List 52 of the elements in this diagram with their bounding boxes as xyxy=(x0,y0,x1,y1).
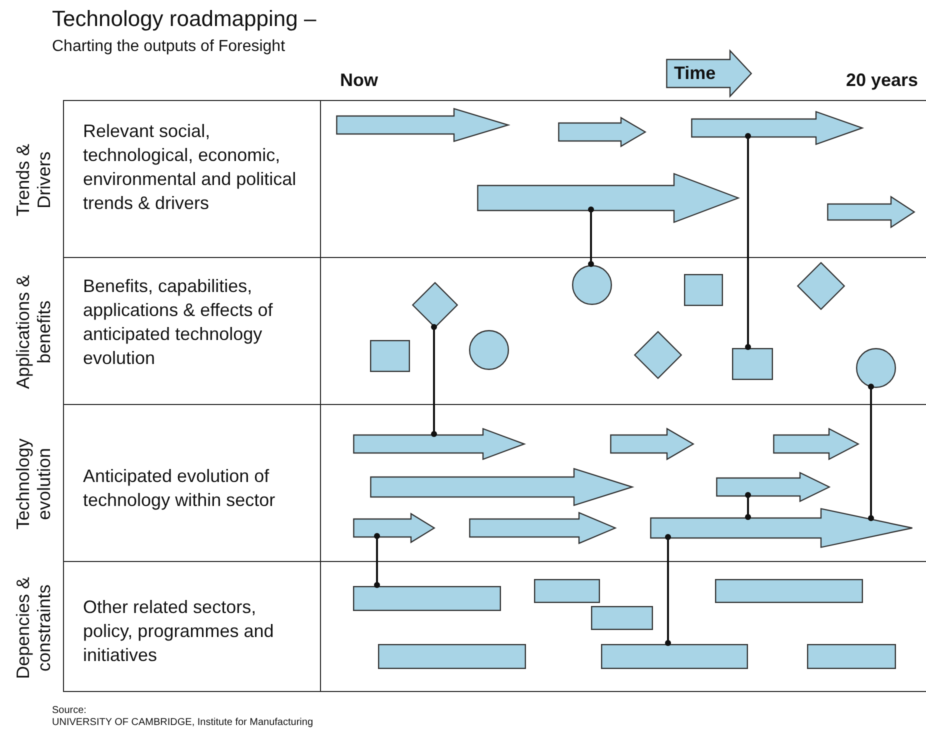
diamond-marker xyxy=(412,282,458,328)
source-note: UNIVERSITY OF CAMBRIDGE, Institute for Manufacturing xyxy=(52,717,314,728)
square-marker xyxy=(370,340,410,372)
roadmap-arrow-shape xyxy=(691,111,863,145)
connector-line xyxy=(431,324,437,437)
row-description: Relevant social, technological, economic, environmental and political trends & drivers xyxy=(83,120,298,215)
bar-marker xyxy=(353,586,501,611)
roadmap-arrow-shape xyxy=(469,512,616,544)
roadmap-arrow-shape xyxy=(353,513,435,543)
row-heading: Technology evolution xyxy=(13,436,55,532)
square-marker xyxy=(684,274,723,306)
axis-label: Time xyxy=(674,62,716,84)
circle-marker xyxy=(572,265,612,305)
bar-marker xyxy=(807,644,896,669)
roadmap-arrow-shape xyxy=(827,196,915,228)
connector-line xyxy=(868,384,874,522)
circle-marker xyxy=(469,330,509,370)
row-description: Anticipated evolution of technology within sector xyxy=(83,465,276,512)
roadmap-arrow-shape xyxy=(336,108,509,142)
roadmap-arrow-shape xyxy=(477,173,739,223)
roadmap-arrow-shape xyxy=(353,428,525,460)
row-description: Other related sectors, policy, programmes and initiatives xyxy=(83,596,275,667)
roadmap-arrow-shape xyxy=(666,50,752,96)
subtitle: Charting the outputs of Foresight xyxy=(52,38,286,56)
connector-line xyxy=(745,492,751,520)
roadmap-arrow-shape xyxy=(558,117,646,147)
bar-marker xyxy=(591,606,653,630)
roadmap-arrow-shape xyxy=(716,472,830,502)
bar-marker xyxy=(378,644,526,669)
row-description: Benefits, capabilities, applications & effects of anticipated technology evolution xyxy=(83,275,274,370)
title: Technology roadmapping – xyxy=(52,6,316,32)
connector-line xyxy=(665,534,671,646)
roadmap-arrow-shape xyxy=(773,428,859,460)
row-heading: Applications & benefits xyxy=(13,273,55,391)
axis-label: 20 years xyxy=(846,70,918,91)
roadmap-arrow-shape xyxy=(650,508,913,548)
row-heading: Trends & Drivers xyxy=(13,142,55,218)
connector-line xyxy=(745,133,751,350)
bar-marker xyxy=(715,579,863,603)
roadmap-arrow-shape xyxy=(610,428,694,460)
diamond-marker xyxy=(797,262,845,310)
bar-marker xyxy=(601,644,748,669)
diamond-marker xyxy=(634,331,682,379)
row-heading: Depencies & constraints xyxy=(13,575,55,681)
axis-label: Now xyxy=(340,70,378,91)
roadmap-arrow-shape xyxy=(370,468,633,506)
bar-marker xyxy=(534,579,600,603)
source-note: Source: xyxy=(52,705,86,716)
circle-marker xyxy=(856,348,896,388)
square-marker xyxy=(732,348,773,380)
connector-line xyxy=(588,206,594,267)
connector-line xyxy=(374,533,380,588)
